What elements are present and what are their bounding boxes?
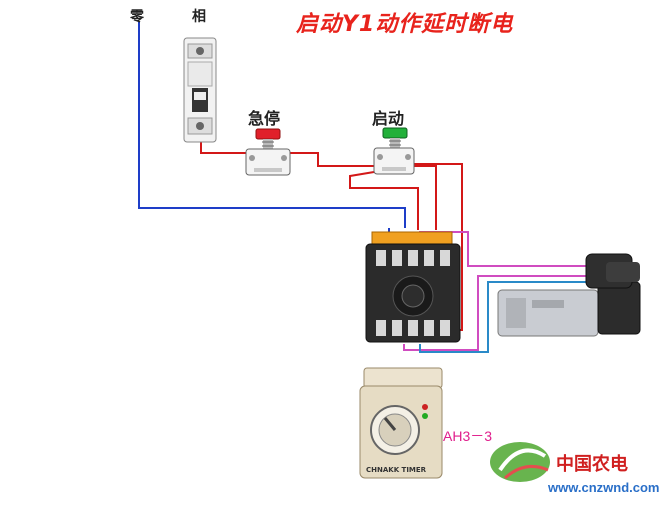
timer-model-label: AH3－3: [443, 428, 493, 444]
watermark-url: www.cnzwnd.com: [548, 480, 660, 495]
timer-face-text: CHNAKK TIMER: [366, 466, 427, 474]
neutral-wire: [138, 22, 406, 228]
latch-wire: [349, 171, 419, 230]
estop-label: 急停: [248, 109, 281, 128]
diagram-title: 启动Y1动作延时断电: [296, 12, 514, 37]
watermark-logo: [490, 442, 550, 482]
start-label: 启动: [372, 109, 405, 128]
start-button: [373, 127, 415, 175]
start-to-relay-wire: [414, 165, 437, 230]
valve-wire-b: [403, 275, 592, 351]
estop-to-start-wire: [290, 152, 374, 167]
estop-button: [245, 128, 291, 176]
relay-socket: [365, 231, 461, 343]
circuit-breaker: [183, 37, 217, 143]
live-label: 相: [192, 9, 206, 25]
solenoid-valve: [497, 253, 641, 337]
live-wire-to-estop: [200, 140, 246, 154]
timer-relay: [359, 367, 443, 479]
watermark-brand: 中国农电: [556, 454, 628, 474]
valve-neutral-wire: [419, 281, 592, 353]
neutral-label: 零: [130, 9, 144, 25]
